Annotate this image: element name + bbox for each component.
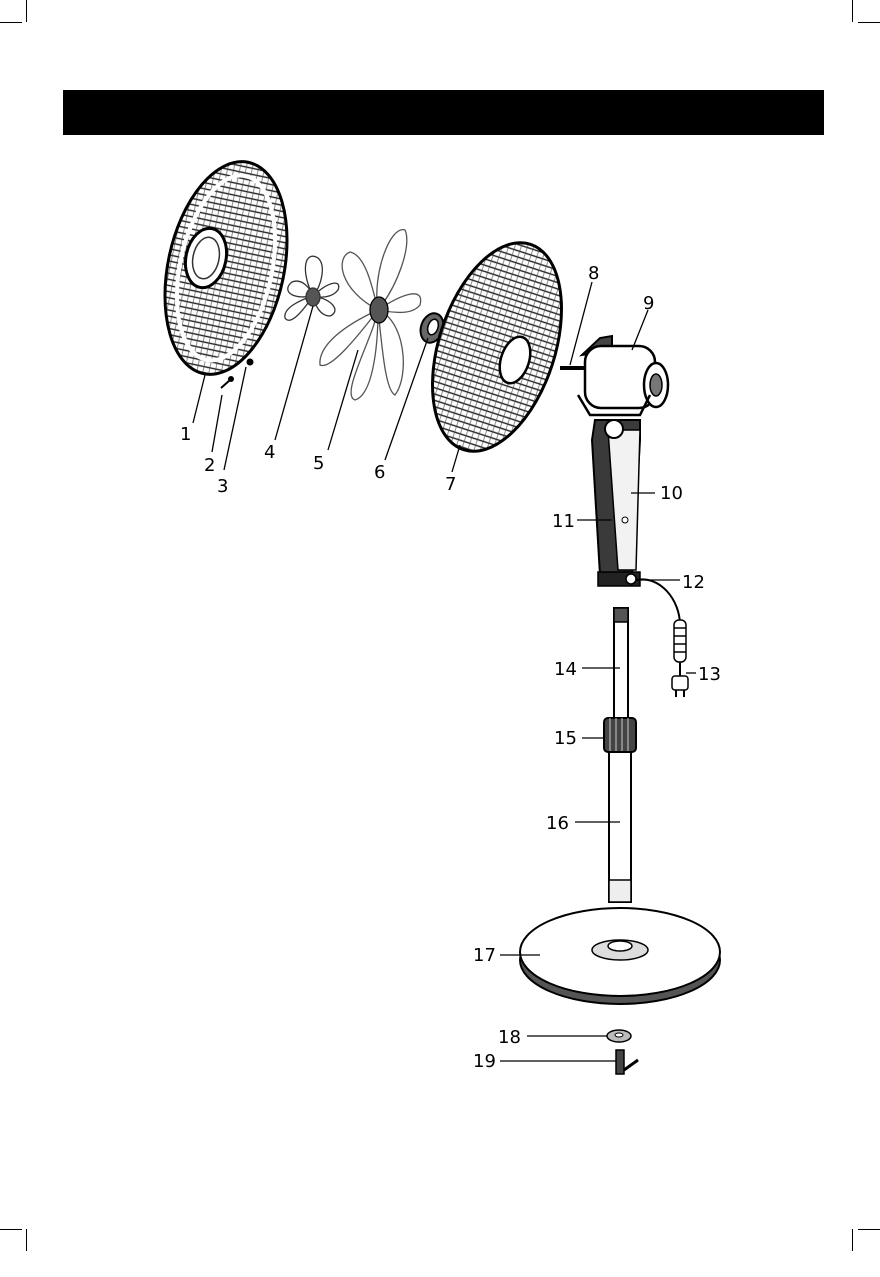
part-label-19: 19 <box>473 1051 496 1072</box>
rear-grille <box>408 226 585 467</box>
base-washer <box>607 1030 631 1042</box>
part-label-18: 18 <box>498 1027 521 1048</box>
part-label-6: 6 <box>374 462 385 483</box>
part-label-9: 9 <box>643 293 654 314</box>
power-cord <box>636 579 686 676</box>
height-adjuster-knob <box>604 718 636 752</box>
clip-screw <box>221 376 234 388</box>
upper-pole <box>614 608 628 718</box>
large-blade <box>320 230 421 400</box>
part-label-15: 15 <box>554 728 577 749</box>
part-label-5: 5 <box>313 453 324 474</box>
part-label-14: 14 <box>554 659 577 680</box>
part-label-12: 12 <box>682 572 705 593</box>
fan-body-column <box>592 420 640 586</box>
lower-pole <box>609 752 631 902</box>
part-label-2: 2 <box>204 455 215 476</box>
part-label-11: 11 <box>552 511 575 532</box>
part-label-17: 17 <box>473 945 496 966</box>
part-label-3: 3 <box>217 476 228 497</box>
part-label-10: 10 <box>660 483 683 504</box>
motor-housing <box>560 336 668 415</box>
round-base <box>520 908 720 1004</box>
base-fixing-bolt <box>616 1050 638 1074</box>
part-label-4: 4 <box>264 442 275 463</box>
part-label-8: 8 <box>588 263 599 284</box>
front-grille <box>147 150 305 385</box>
clip-nut <box>247 359 254 366</box>
plug <box>672 676 688 697</box>
part-label-7: 7 <box>445 474 456 495</box>
part-label-16: 16 <box>546 813 569 834</box>
part-label-1: 1 <box>180 424 191 445</box>
part-label-13: 13 <box>698 664 721 685</box>
